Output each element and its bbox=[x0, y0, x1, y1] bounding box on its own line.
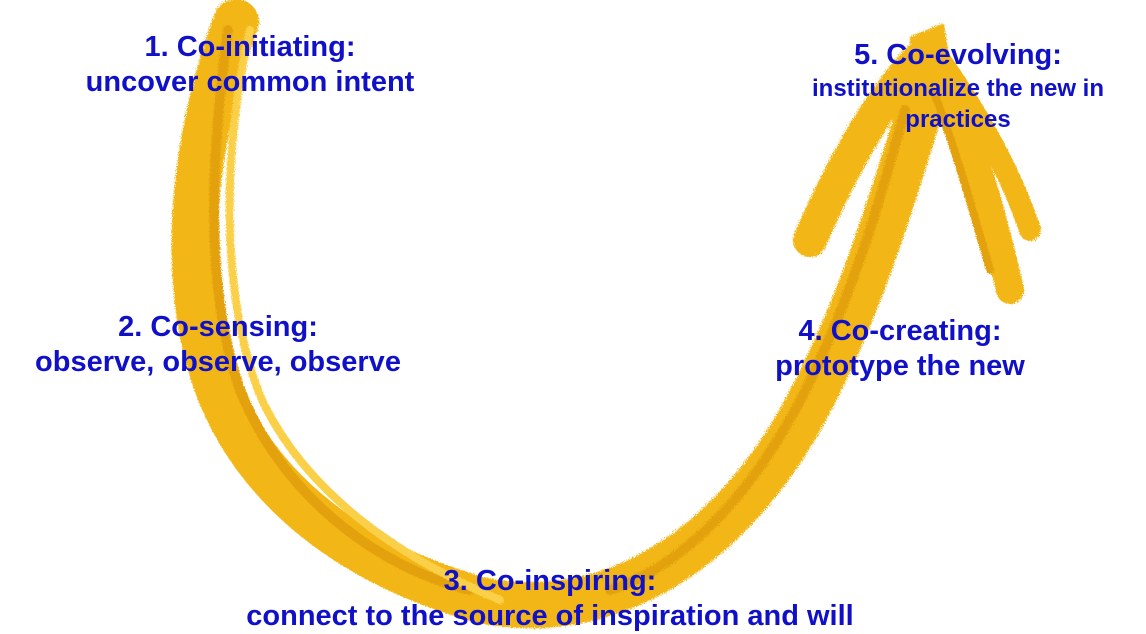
stage-4-title: 4. Co-creating: bbox=[798, 315, 1002, 347]
stage-4-description: prototype the new bbox=[775, 349, 1025, 382]
stage-2-title: 2. Co-sensing: bbox=[118, 311, 318, 343]
stage-5-title: 5. Co-evolving: bbox=[854, 39, 1062, 71]
u-curve-stroke-strand bbox=[225, 26, 504, 604]
stage-5-label: 5. Co-evolving: institutionalize the new… bbox=[770, 38, 1146, 135]
u-curve-stroke-right bbox=[605, 105, 910, 595]
arrowhead-stroke-left bbox=[793, 43, 935, 257]
u-curve-stroke-inner bbox=[209, 25, 475, 595]
stage-1-label: 1. Co-initiating: uncover common intent bbox=[40, 30, 460, 100]
stage-1-description: uncover common intent bbox=[85, 65, 415, 98]
stage-2-label: 2. Co-sensing: observe, observe, observe bbox=[0, 310, 436, 380]
stage-4-label: 4. Co-creating: prototype the new bbox=[740, 314, 1060, 384]
stage-3-description: connect to the source of inspiration and… bbox=[246, 599, 854, 632]
stage-5-description: institutionalize the new in practices bbox=[811, 74, 1104, 133]
u-curve-arrow bbox=[171, 0, 1041, 629]
arrowhead-tip bbox=[906, 23, 954, 97]
stage-3-label: 3. Co-inspiring: connect to the source o… bbox=[160, 564, 940, 634]
arrowhead-stroke-right-3 bbox=[921, 66, 994, 274]
stage-2-description: observe, observe, observe bbox=[35, 345, 401, 378]
stage-3-title: 3. Co-inspiring: bbox=[443, 565, 657, 597]
stage-1-title: 1. Co-initiating: bbox=[144, 31, 356, 63]
u-curve-stroke-main bbox=[171, 0, 943, 629]
